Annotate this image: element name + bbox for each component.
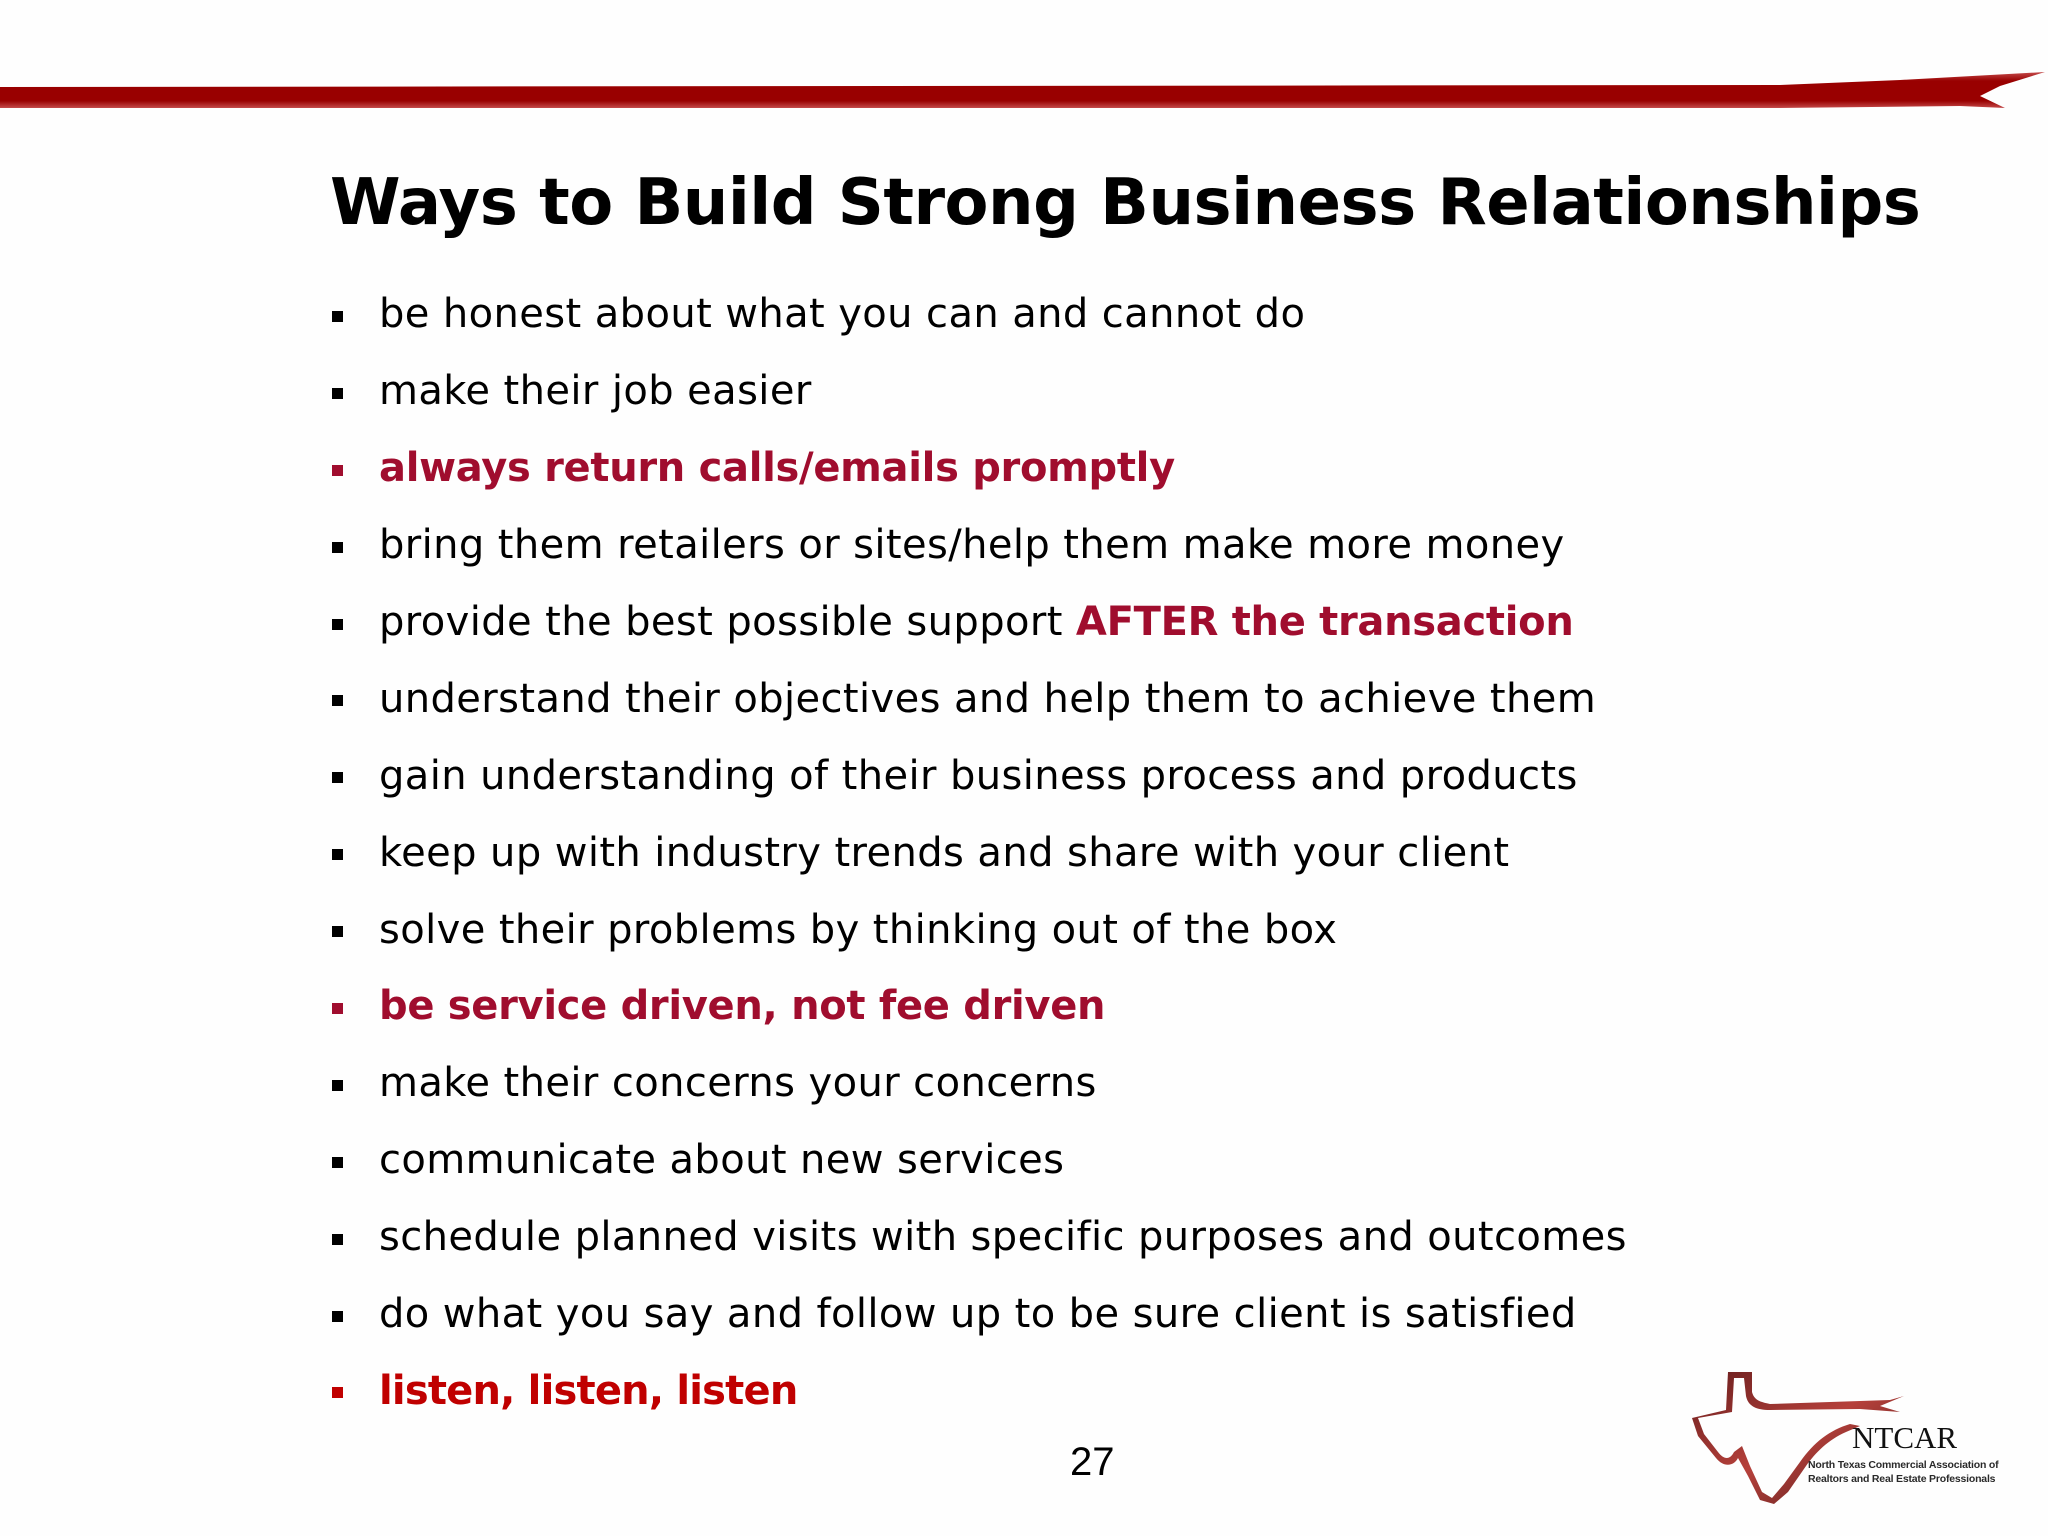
bullet-text: be service driven, not fee driven (379, 983, 1106, 1030)
logo-tagline-line1: North Texas Commercial Association of (1808, 1459, 1999, 1471)
square-bullet-icon (332, 387, 343, 399)
ntcar-logo: NTCAR North Texas Commercial Association… (1690, 1362, 2020, 1507)
bullet-text: gain understanding of their business pro… (379, 752, 1578, 799)
bullet-text-plain: provide the best possible support (379, 599, 1076, 645)
bullet-text: solve their problems by thinking out of … (379, 906, 1338, 953)
logo-name: NTCAR (1852, 1420, 1958, 1455)
square-bullet-icon (332, 772, 343, 784)
bullet-text: understand their objectives and help the… (379, 675, 1597, 722)
square-bullet-icon (332, 1233, 343, 1245)
header-ribbon (0, 72, 2045, 108)
square-bullet-icon (332, 926, 343, 938)
page-number: 27 (1070, 1440, 1115, 1484)
bullet-text: make their concerns your concerns (379, 1060, 1097, 1107)
bullet-text: bring them retailers or sites/help them … (379, 522, 1565, 569)
texas-ribbon-icon (1692, 1372, 1904, 1504)
square-bullet-icon (332, 849, 343, 861)
bullet-text: keep up with industry trends and share w… (379, 829, 1510, 876)
bullet-item-highlighted: always return calls/emails promptly (330, 430, 1627, 507)
square-bullet-icon (332, 541, 343, 553)
bullet-text-emphasis: AFTER the transaction (1075, 599, 1574, 645)
square-bullet-icon (332, 464, 343, 476)
bullet-text: communicate about new services (379, 1137, 1065, 1184)
logo-tagline-line2: Realtors and Real Estate Professionals (1808, 1473, 1996, 1485)
logo-tagline: North Texas Commercial Association of Re… (1808, 1458, 1999, 1486)
bullet-item: be honest about what you can and cannot … (330, 276, 1627, 353)
square-bullet-icon (332, 1156, 343, 1168)
bullet-item-highlighted: be service driven, not fee driven (330, 968, 1627, 1045)
square-bullet-icon (332, 618, 343, 630)
square-bullet-icon (332, 1079, 343, 1091)
bullet-item: bring them retailers or sites/help them … (330, 507, 1627, 584)
square-bullet-icon (332, 1387, 343, 1399)
bullet-item: make their concerns your concerns (330, 1045, 1627, 1122)
square-bullet-icon (332, 1310, 343, 1322)
bullet-item: schedule planned visits with specific pu… (330, 1199, 1627, 1276)
bullet-item: understand their objectives and help the… (330, 660, 1627, 737)
bullet-text: do what you say and follow up to be sure… (379, 1291, 1577, 1338)
bullet-text: be honest about what you can and cannot … (379, 291, 1306, 338)
bullet-item: make their job easier (330, 353, 1627, 430)
bullet-item: keep up with industry trends and share w… (330, 814, 1627, 891)
bullet-item: gain understanding of their business pro… (330, 737, 1627, 814)
bullet-text: listen, listen, listen (379, 1367, 798, 1414)
square-bullet-icon (332, 310, 343, 322)
square-bullet-icon (332, 1002, 343, 1014)
slide-title: Ways to Build Strong Business Relationsh… (330, 166, 1921, 240)
bullet-text: always return calls/emails promptly (379, 445, 1175, 492)
bullet-list: be honest about what you can and cannot … (330, 276, 1627, 1429)
bullet-item: solve their problems by thinking out of … (330, 891, 1627, 968)
bullet-item-highlighted: listen, listen, listen (330, 1352, 1627, 1429)
bullet-text: schedule planned visits with specific pu… (379, 1214, 1627, 1261)
square-bullet-icon (332, 695, 343, 707)
bullet-text: provide the best possible support AFTER … (379, 599, 1574, 645)
bullet-text: make their job easier (379, 368, 812, 415)
bullet-item: communicate about new services (330, 1122, 1627, 1199)
bullet-item: provide the best possible support AFTER … (330, 584, 1627, 661)
bullet-item: do what you say and follow up to be sure… (330, 1276, 1627, 1353)
